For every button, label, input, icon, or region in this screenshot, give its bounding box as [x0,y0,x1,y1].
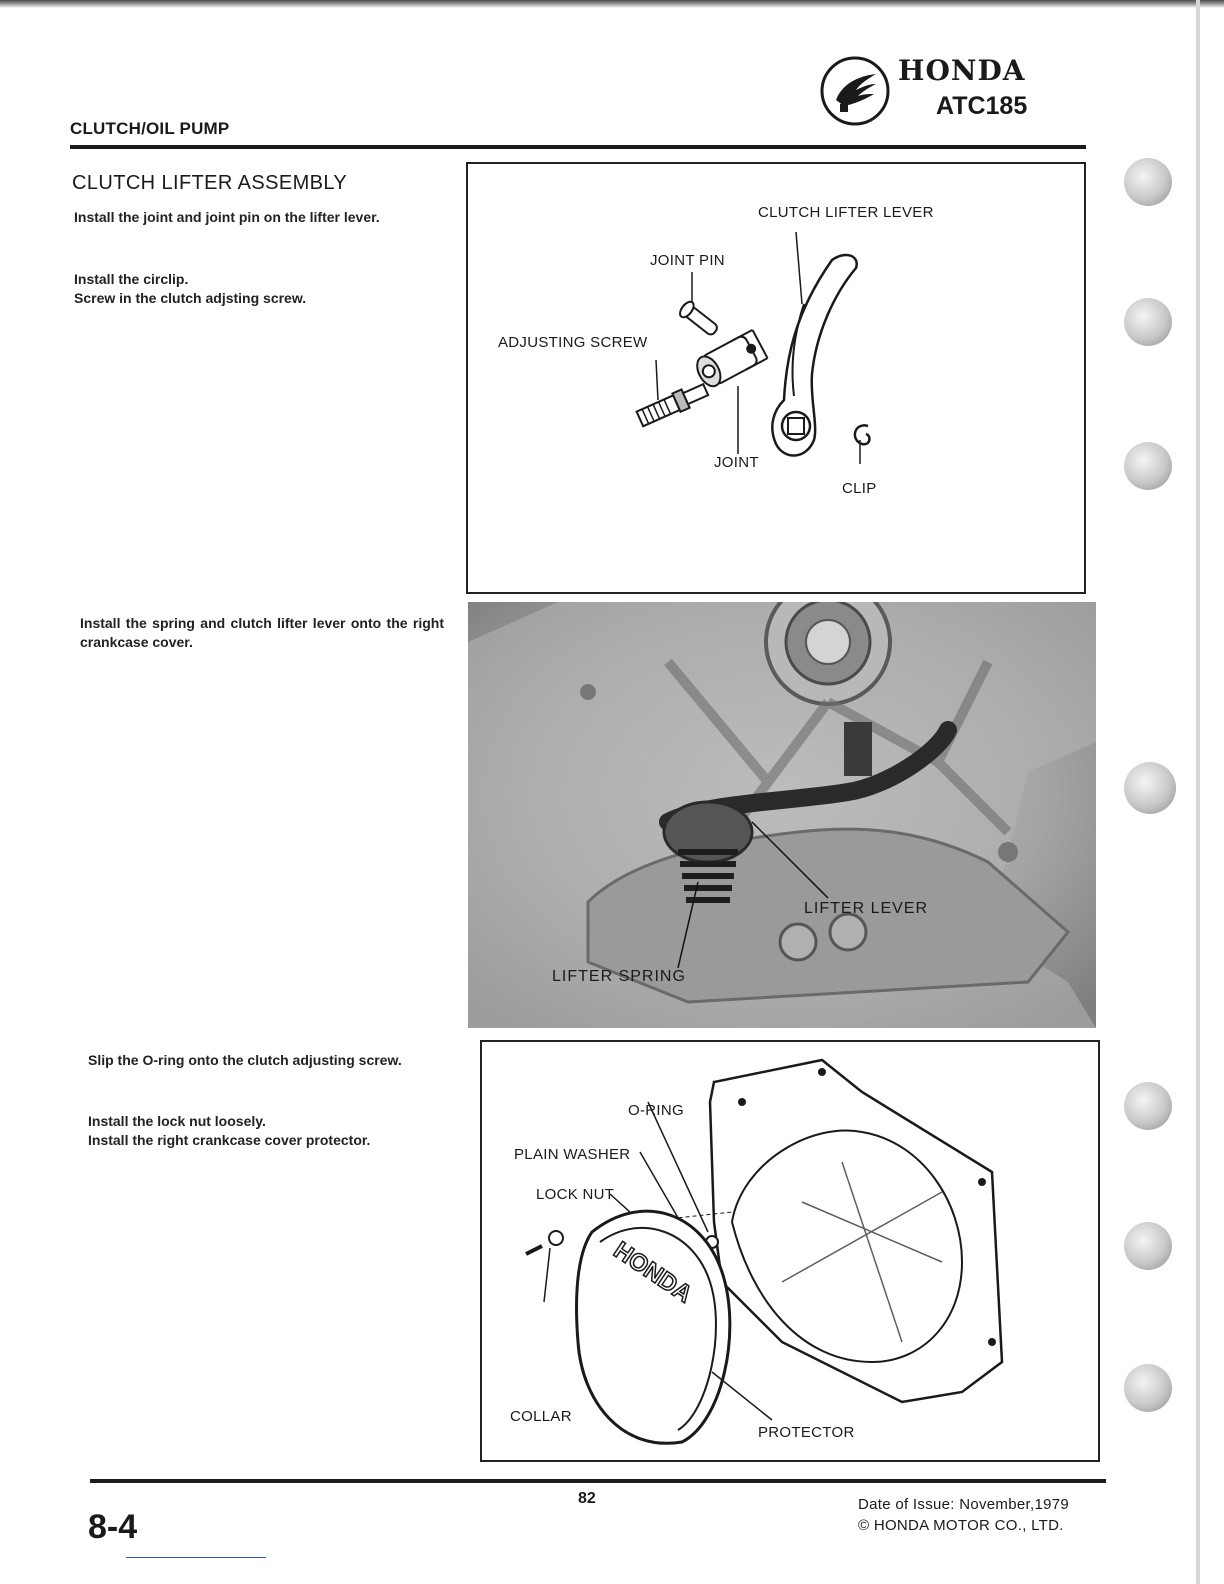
photo-lifter-lever-installed: LIFTER LEVER LIFTER SPRING [468,602,1096,1028]
label-clutch-lifter-lever: CLUTCH LIFTER LEVER [758,204,934,221]
brand-name: HONDA [898,54,1026,87]
crankcase-cover-photo [468,602,1096,1028]
footer-rule [90,1479,1106,1483]
label-collar: COLLAR [510,1408,572,1425]
label-adjusting-screw: ADJUSTING SCREW [498,334,648,351]
section-number: 8-4 [88,1508,138,1546]
label-plain-washer: PLAIN WASHER [514,1146,631,1163]
protector-drawing: HONDA [525,1058,1004,1445]
step1-line3: Screw in the clutch adjsting screw. [74,290,307,306]
figure-clutch-lifter-exploded: CLUTCH LIFTER LEVER JOINT PIN ADJUSTING … [466,162,1086,594]
section-tab-4 [1124,762,1176,814]
label-lifter-lever: LIFTER LEVER [804,900,929,917]
label-protector: PROTECTOR [758,1424,855,1441]
figure-protector-exploded: HONDA O-RING PLAIN WASHER LOCK NUT COLLA… [480,1040,1100,1462]
copyright: © HONDA MOTOR CO., LTD. [858,1517,1064,1534]
step1-line2: Install the circlip. [74,271,189,287]
date-of-issue: Date of Issue: November,1979 [858,1496,1070,1513]
footer-issue-block: Date of Issue: November,1979 © HONDA MOT… [858,1494,1069,1536]
page-edge-mark [126,1557,266,1558]
section-tab-7 [1124,1364,1172,1412]
label-clip: CLIP [842,480,877,497]
section-header-title: CLUTCH/OIL PUMP [70,119,230,138]
model-name: ATC185 [936,92,1028,120]
clutch-lifter-drawing [635,231,871,464]
step3-line2: Install the lock nut loosely. [88,1113,266,1129]
page-number: 82 [578,1490,596,1507]
label-joint-pin: JOINT PIN [650,252,725,269]
section-title: CLUTCH LIFTER ASSEMBLY [72,172,348,194]
section-tab-2 [1124,298,1172,346]
label-lock-nut: LOCK NUT [536,1186,615,1203]
section-tab-3 [1124,442,1172,490]
step2-line1: Install the spring and clutch lifter lev… [80,615,444,650]
honda-wing-logo-icon [820,56,890,126]
page-right-edge [1196,0,1200,1584]
label-lifter-spring: LIFTER SPRING [552,968,686,985]
step1-line1: Install the joint and joint pin on the l… [74,209,380,225]
step3-line3: Install the right crankcase cover protec… [88,1132,371,1148]
header-rule [70,145,1086,149]
label-joint: JOINT [714,454,759,471]
step3-line1: Slip the O-ring onto the clutch adjustin… [88,1052,402,1068]
label-o-ring: O-RING [628,1102,684,1119]
section-tab-1 [1124,158,1172,206]
section-tab-6 [1124,1222,1172,1270]
page-top-edge [0,0,1224,8]
section-tab-5 [1124,1082,1172,1130]
brand-block: HONDA ATC185 [818,52,1098,130]
